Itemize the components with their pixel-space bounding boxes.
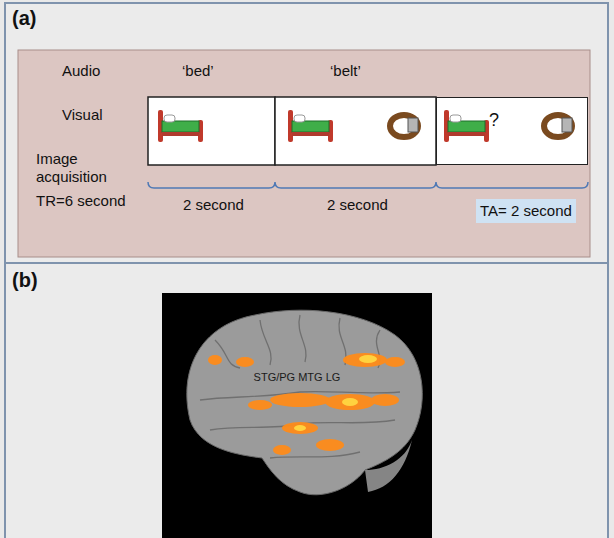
activation-peak bbox=[294, 355, 377, 431]
duration: 2 second bbox=[327, 196, 388, 214]
bed-icon bbox=[444, 110, 489, 142]
frame: ? bbox=[436, 97, 588, 165]
panel: (a)? TA= 2 second bbox=[5, 3, 608, 263]
image-ground bbox=[162, 293, 432, 538]
brain bbox=[187, 310, 422, 495]
panel: (b) STG/PG MTG LG bbox=[5, 263, 608, 538]
activation bbox=[208, 353, 405, 455]
audio-word: ‘bed’ bbox=[182, 62, 214, 80]
node-text: TA= 2 second bbox=[476, 199, 576, 223]
image-box: STG/PG MTG LG bbox=[162, 293, 432, 538]
row-label: Visual bbox=[62, 106, 103, 124]
bed-icon bbox=[288, 110, 333, 142]
gyri bbox=[200, 315, 400, 458]
node-text: STG/PG MTG LG bbox=[162, 371, 432, 383]
time-bracket bbox=[148, 182, 588, 188]
audio-word: ‘belt’ bbox=[330, 62, 361, 80]
belt-icon bbox=[544, 115, 572, 137]
panel-letter: (a) bbox=[12, 7, 36, 30]
node-text: ? bbox=[489, 110, 499, 131]
panel-ground bbox=[5, 263, 608, 538]
trial-box bbox=[18, 50, 590, 257]
frame bbox=[275, 97, 436, 165]
highlight-box: TA= 2 second bbox=[476, 199, 576, 223]
panel-letter: (b) bbox=[12, 269, 38, 292]
duration: 2 second bbox=[183, 196, 244, 214]
row-label: TR=6 second bbox=[36, 192, 126, 210]
frame bbox=[436, 97, 588, 165]
row-label: Image acquisition bbox=[36, 150, 136, 186]
panel-ground bbox=[5, 3, 608, 263]
frame bbox=[148, 97, 275, 165]
row-label: Audio bbox=[62, 62, 100, 80]
belt-icon bbox=[390, 115, 418, 137]
cerebellum bbox=[365, 440, 412, 492]
bed-icon bbox=[158, 110, 203, 142]
